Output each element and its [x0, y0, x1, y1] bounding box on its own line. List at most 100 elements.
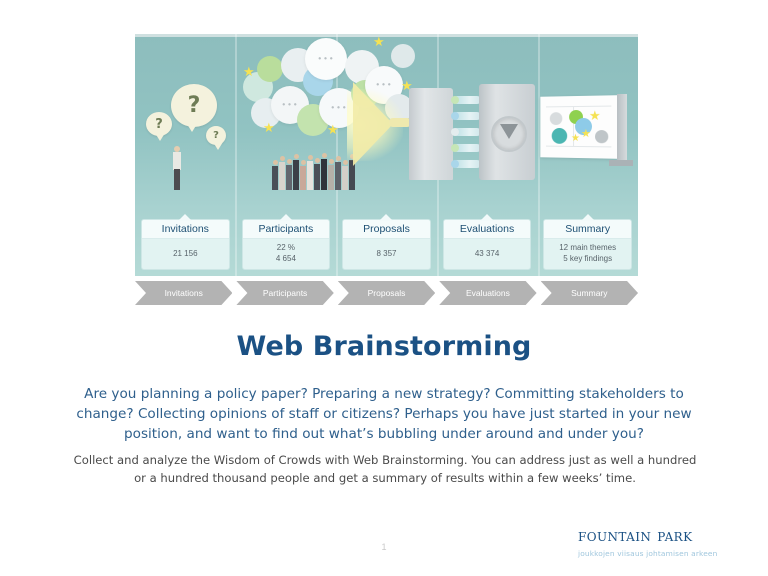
question-bubble-text: ?	[213, 129, 219, 141]
question-bubble-icon: ?	[206, 126, 226, 150]
crowd-figure	[335, 156, 341, 190]
conveyor-capsule	[451, 144, 459, 152]
page-number: 1	[381, 542, 387, 552]
card-notch	[178, 214, 193, 221]
star-icon: ★	[327, 123, 339, 138]
crowd-figure	[279, 156, 285, 190]
processing-machine-block	[409, 88, 453, 180]
process-step-label: Invitations	[164, 288, 203, 298]
cloud-bubble	[257, 56, 283, 82]
stat-value-line: 5 key findings	[563, 254, 613, 263]
crowd-figure	[300, 160, 306, 190]
illustration-canvas: ? ? ?	[135, 34, 638, 276]
stat-value-line: 43 374	[474, 248, 500, 258]
stat-card-label: Evaluations	[443, 220, 531, 239]
stat-card-label: Participants	[242, 220, 330, 239]
crowd-figure	[328, 159, 334, 190]
page-title: Web Brainstorming	[236, 331, 532, 362]
stat-card-label: Invitations	[142, 220, 229, 239]
star-icon: ★	[571, 132, 580, 145]
report-rule	[545, 145, 612, 148]
stat-card-value: 22 % 4 654	[243, 239, 330, 269]
conveyor-row	[451, 144, 481, 152]
summary-report-board: ★ ★ ★	[540, 95, 618, 159]
conveyor-row	[451, 160, 481, 168]
process-step-participants[interactable]: Participants	[236, 281, 333, 305]
brand-name: Fountain Park	[578, 526, 693, 546]
process-step-label: Proposals	[367, 288, 406, 298]
star-icon: ★	[588, 108, 601, 124]
funnel-stem	[389, 118, 411, 127]
stat-value-line: 8 357	[376, 248, 397, 258]
panel-divider	[235, 34, 237, 276]
conveyor-capsule	[451, 160, 459, 168]
question-bubble-text: ?	[187, 92, 201, 118]
bubble-tail	[187, 124, 198, 132]
process-illustration: ? ? ?	[135, 34, 638, 276]
card-notch	[580, 214, 595, 221]
person-legs	[174, 169, 180, 190]
report-rule	[545, 105, 612, 108]
brand-tagline: joukkojen viisaus johtamisen arkeen	[578, 548, 718, 558]
stat-card-label: Proposals	[343, 220, 430, 239]
conveyor-row	[451, 96, 481, 104]
stat-card: Invitations 21 156	[135, 214, 236, 276]
process-step-proposals[interactable]: Proposals	[338, 281, 435, 305]
panel-divider	[538, 34, 540, 276]
stat-card: Proposals 8 357	[336, 214, 437, 276]
crowd-figure	[321, 153, 327, 190]
report-dot	[551, 127, 568, 144]
conveyor-row	[451, 128, 481, 136]
report-stand	[617, 94, 627, 166]
conveyor-capsule	[451, 96, 459, 104]
process-step-evaluations[interactable]: Evaluations	[439, 281, 536, 305]
conveyor-capsule	[451, 128, 459, 136]
stat-cards-row: Invitations 21 156 Participants 22 % 4 6…	[135, 214, 638, 276]
stat-card-value: 43 374	[444, 239, 531, 269]
stat-value-line: 21 156	[173, 248, 198, 258]
report-foot	[609, 160, 633, 166]
brand-logo: Fountain Park joukkojen viisaus johtamis…	[578, 526, 750, 558]
stat-value-line: 4 654	[275, 254, 296, 263]
conveyor-belt	[451, 96, 481, 180]
process-step-label: Evaluations	[465, 288, 510, 298]
process-step-bar: Invitations Participants Proposals Evalu…	[135, 281, 638, 305]
stat-card: Summary 12 main themes 5 key findings	[537, 214, 638, 276]
person-figure-icon	[173, 146, 181, 190]
process-step-label: Participants	[262, 288, 308, 298]
card-notch	[379, 214, 394, 221]
bubble-tail	[213, 142, 223, 150]
star-icon: ★	[243, 65, 255, 80]
gauge-dial-icon	[491, 116, 527, 152]
process-step-summary[interactable]: Summary	[541, 281, 638, 305]
crowd-figure	[293, 154, 299, 190]
report-dot	[595, 130, 609, 144]
crowd-figure	[342, 160, 348, 190]
card-notch	[278, 214, 293, 221]
crowd-figures-icon	[272, 142, 355, 190]
conveyor-row	[451, 112, 481, 120]
question-bubble-icon: ?	[171, 84, 217, 132]
star-icon: ★	[263, 121, 275, 136]
person-body	[173, 152, 181, 170]
card-notch	[480, 214, 495, 221]
conveyor-capsule	[451, 112, 459, 120]
stat-card: Evaluations 43 374	[437, 214, 538, 276]
report-dot	[549, 112, 563, 126]
body-paragraph: Collect and analyze the Wisdom of Crowds…	[73, 453, 697, 485]
illustration-top-edge	[135, 34, 638, 37]
crowd-figure	[286, 159, 292, 190]
stat-value-line: 22 %	[276, 243, 295, 253]
stat-value-line: 12 main themes	[559, 243, 617, 253]
lead-paragraph: Are you planning a policy paper? Prepari…	[76, 386, 692, 442]
stat-card: Participants 22 % 4 654	[236, 214, 337, 276]
funnel-arrow-icon	[353, 82, 393, 166]
process-step-invitations[interactable]: Invitations	[135, 281, 232, 305]
bubble-tail	[155, 133, 166, 141]
crowd-figure	[307, 155, 313, 190]
star-icon: ★	[401, 79, 413, 94]
question-bubble-icon: ?	[146, 112, 172, 141]
stat-card-value: 21 156	[142, 239, 229, 269]
cloud-bubble	[391, 44, 415, 68]
panel-divider	[336, 34, 338, 276]
